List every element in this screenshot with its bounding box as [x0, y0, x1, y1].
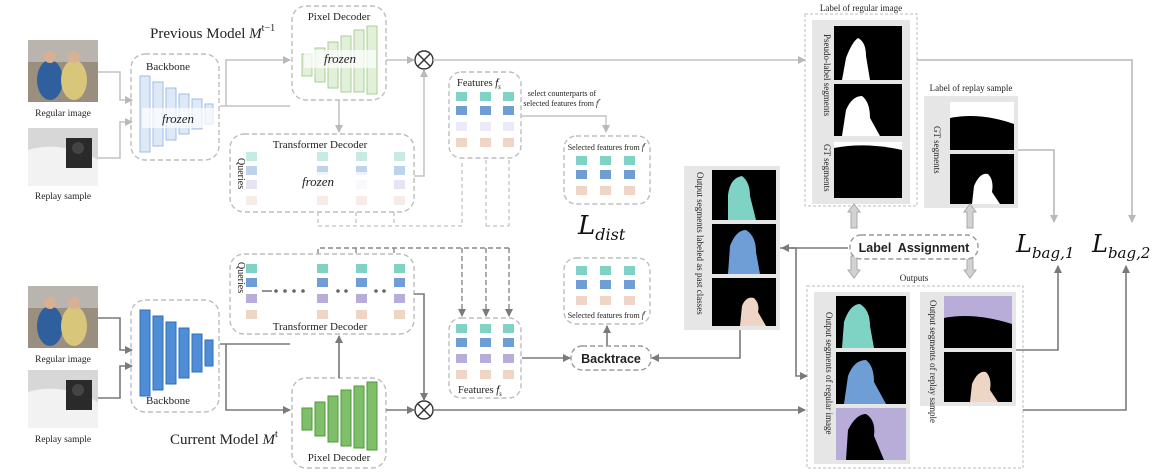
- replay-label-panel-title: Label of replay sample: [930, 83, 1013, 93]
- loss-bag-1: Lbag,1: [1015, 230, 1074, 262]
- replay-sample-thumbnail-prev: [28, 128, 98, 186]
- replay-sample-thumbnail-current: [28, 370, 98, 428]
- past-classes-label: Output segments labeled as past classes: [695, 172, 705, 315]
- queries-label-current: Queries: [235, 262, 246, 293]
- backbone-label-prev: Backbone: [146, 61, 190, 73]
- loss-bag-2: Lbag,2: [1091, 230, 1150, 262]
- loss-dist: Ldist: [577, 211, 626, 244]
- query-column-current: [246, 264, 257, 319]
- outputs-title: Outputs: [900, 273, 929, 283]
- selected-features-label-current: Selected features from fr: [568, 310, 647, 320]
- backbone-layers-current: [139, 309, 214, 397]
- replay-sample-label-prev: Replay sample: [35, 192, 91, 202]
- selected-features-grid-prev: [576, 156, 635, 195]
- backbone-frozen-label: frozen: [162, 111, 194, 126]
- multiply-node-current: [414, 400, 434, 420]
- selected-features-grid-current: [576, 266, 635, 305]
- query-column-prev: [246, 152, 257, 205]
- label-assignment-label: Label Assignment: [859, 241, 971, 255]
- pixel-decoder-label-current: Pixel Decoder: [308, 452, 371, 464]
- select-note-line1: select counterparts of: [528, 89, 597, 98]
- backtrace-label: Backtrace: [581, 352, 641, 366]
- regular-image-label-prev: Regular image: [35, 109, 91, 119]
- previous-model-title: Previous Model Mt−1: [150, 23, 275, 42]
- transformer-decoder-label-prev: Transformer Decoder: [273, 139, 368, 151]
- transformer-decoder-queries-current: [317, 264, 405, 319]
- pseudo-label-text: Pseudo-label segments: [822, 34, 832, 117]
- backbone-label-current: Backbone: [146, 395, 190, 407]
- regular-label-panel: [804, 13, 918, 207]
- regular-label-panel-title: Label of regular image: [820, 3, 902, 13]
- transformer-decoder-label-current: Transformer Decoder: [273, 321, 368, 333]
- current-model-title: Current Model Mt: [170, 429, 278, 448]
- gt-segments-text-regular: GT segments: [822, 144, 832, 192]
- past-classes-panel: Output segments labeled as past classes: [684, 166, 780, 330]
- backbone-container-prev: [130, 53, 220, 161]
- output-replay-text: Output segments of replay sample: [928, 300, 938, 423]
- regular-image-thumbnail-prev: [28, 40, 98, 102]
- queries-label-prev: Queries: [235, 158, 246, 189]
- backbone-container-current: [130, 299, 220, 413]
- regular-image-label-current: Regular image: [35, 355, 91, 365]
- features-container-current: [448, 317, 522, 399]
- output-regular-text: Output segments of regular image: [824, 312, 834, 434]
- gt-segments-text-replay: GT segments: [932, 126, 942, 174]
- label-assignment-box: [849, 234, 979, 260]
- select-note-line2: selected features from fr: [523, 98, 601, 108]
- pixel-decoder-layers-current: [301, 381, 378, 451]
- pixel-decoder-frozen-label: frozen: [324, 51, 356, 66]
- selected-features-label-prev: Selected features from fr: [568, 142, 647, 152]
- transformer-decoder-container-prev: [229, 133, 415, 213]
- regular-image-thumbnail-current: [28, 286, 98, 348]
- features-label-prev: Features fsr: [457, 76, 501, 91]
- multiply-node-prev: [414, 50, 434, 70]
- replay-sample-label-current: Replay sample: [35, 435, 91, 445]
- selected-features-container-current: [563, 257, 651, 325]
- transformer-decoder-frozen-label: frozen: [302, 174, 334, 189]
- features-container-prev: [448, 71, 522, 159]
- features-grid-prev: [456, 92, 514, 147]
- pixel-decoder-label-prev: Pixel Decoder: [308, 11, 371, 23]
- features-grid-current: [456, 324, 514, 379]
- backtrace-box: [570, 345, 652, 371]
- features-label-current: Features fsr: [458, 383, 502, 398]
